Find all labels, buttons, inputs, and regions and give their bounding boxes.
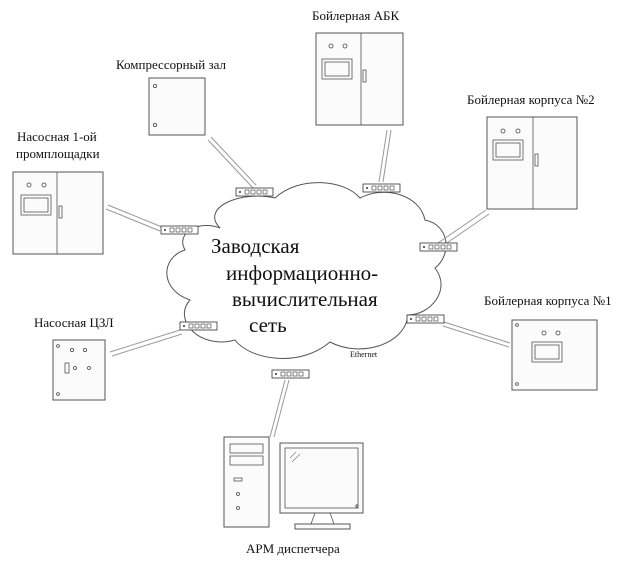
cabinet-boiler-abk — [315, 32, 404, 126]
cloud-title-line-2: информационно- — [226, 261, 378, 285]
label-pump-czl: Насосная ЦЗЛ — [34, 315, 114, 330]
label-boiler-abk: Бойлерная АБК — [312, 8, 399, 23]
network-switch-operator — [271, 369, 310, 379]
cloud-title-line-3: вычислительная — [232, 287, 378, 311]
cabinet-pump-site-1 — [12, 171, 104, 255]
network-switch-pump-site-1 — [160, 225, 199, 235]
monitor — [279, 442, 364, 530]
label-pump-site-1-line-1: Насосная 1-ой — [17, 129, 97, 144]
pc-tower — [223, 436, 270, 528]
cabinet-compressor — [148, 77, 206, 136]
cloud-title-line-1: Заводская — [211, 234, 300, 258]
label-boiler-building-1: Бойлерная корпуса №1 — [484, 293, 612, 308]
cloud-title-line-4: сеть — [249, 313, 287, 337]
connection-links — [105, 129, 511, 438]
network-switch-compressor — [235, 187, 274, 197]
label-boiler-building-2: Бойлерная корпуса №2 — [467, 92, 595, 107]
cabinet-boiler-building-1 — [511, 319, 598, 391]
network-switch-pump-czl — [179, 321, 218, 331]
network-switch-boiler-abk — [362, 183, 401, 193]
network-switch-boiler-building-1 — [406, 314, 445, 324]
cabinet-pump-czl — [52, 339, 106, 401]
network-switch-boiler-building-2 — [419, 242, 458, 252]
cabinet-boiler-building-2 — [486, 116, 578, 210]
label-operator-workstation: АРМ диспетчера — [246, 541, 340, 556]
label-pump-site-1-line-2: промплощадки — [16, 146, 100, 161]
ethernet-label: Ethernet — [350, 350, 378, 359]
label-compressor: Компрессорный зал — [116, 57, 227, 72]
